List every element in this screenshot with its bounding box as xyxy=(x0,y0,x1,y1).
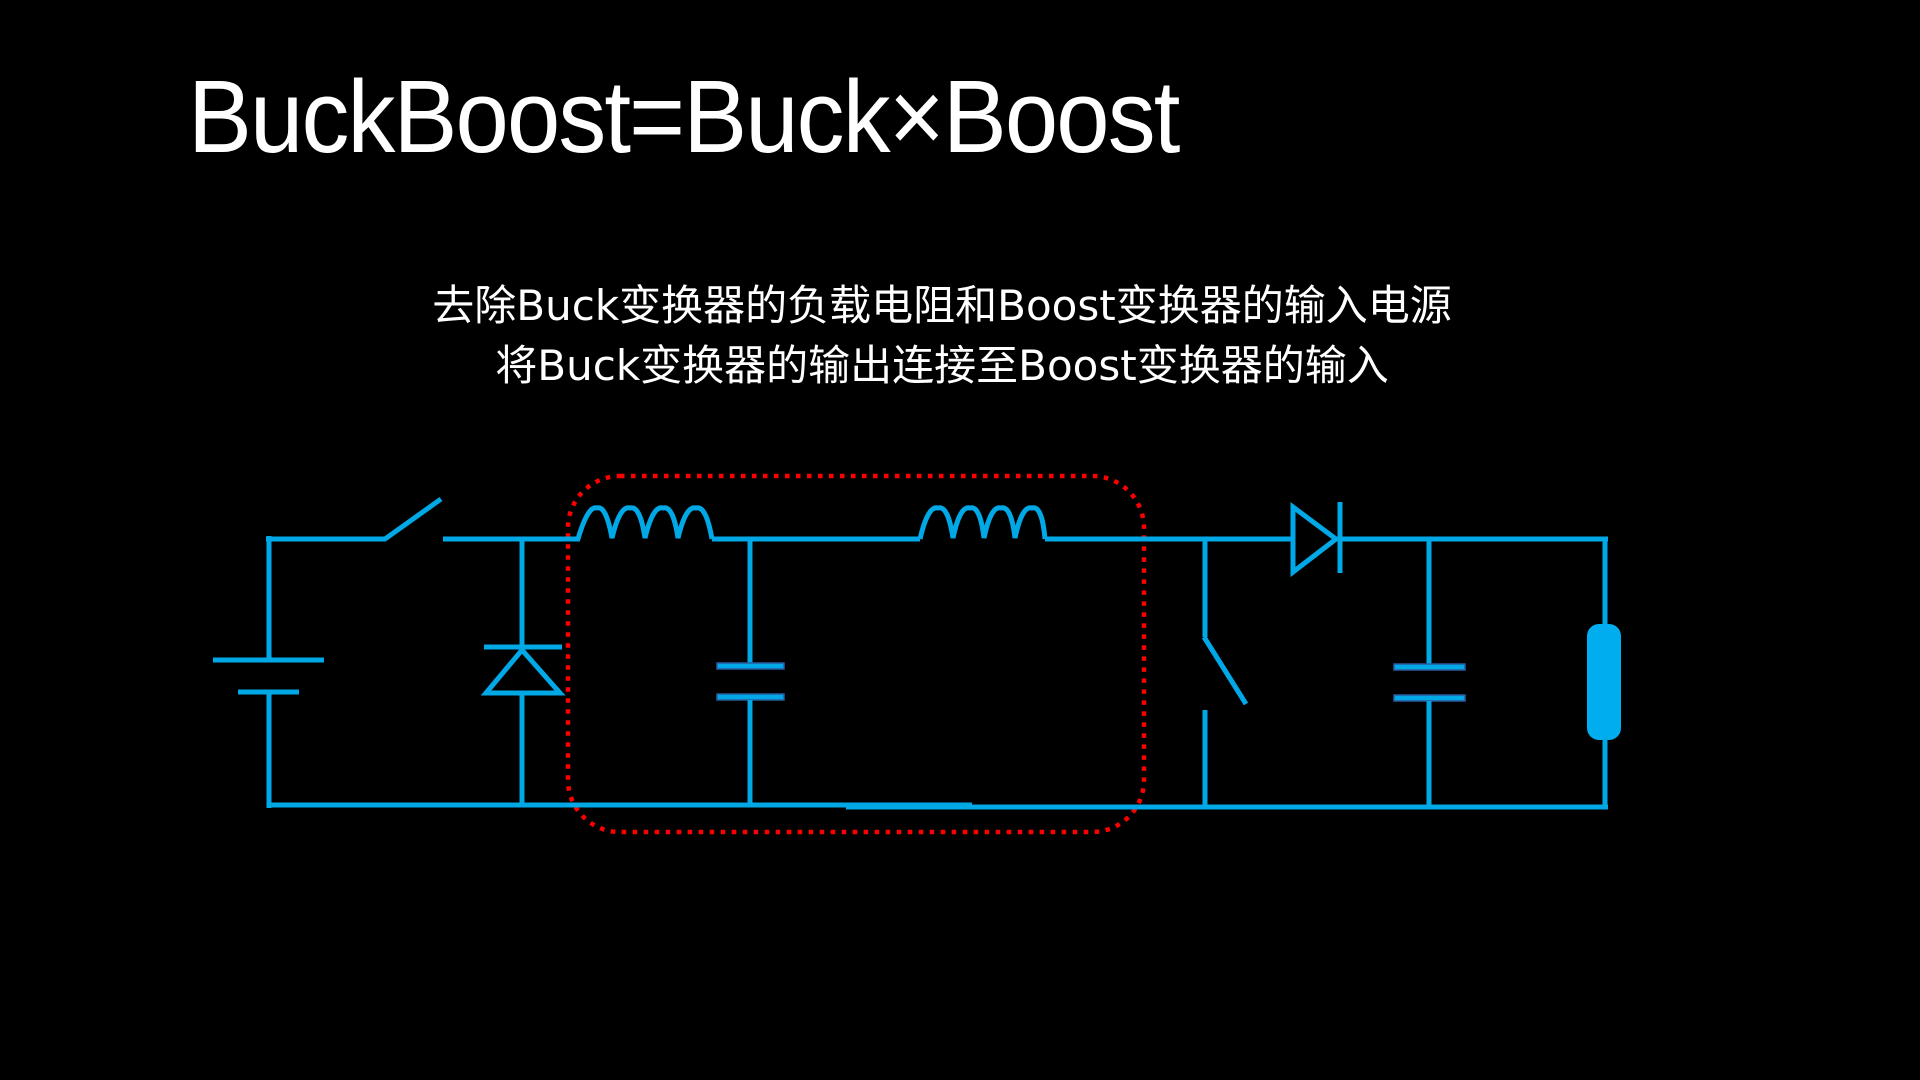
input-battery xyxy=(213,536,324,808)
load-resistor xyxy=(1587,537,1621,807)
subtitle-line-1: 去除Buck变换器的负载电阻和Boost变换器的输入电源 xyxy=(432,281,1452,330)
buck-diode xyxy=(480,537,566,805)
boost-diode xyxy=(1290,502,1608,578)
slide-title: BuckBoost=Buck×Boost xyxy=(188,59,1180,174)
buck-switch xyxy=(266,496,580,542)
subtitle-line-2: 将Buck变换器的输出连接至Boost变换器的输入 xyxy=(495,341,1389,390)
bottom-wire xyxy=(267,802,1608,810)
boost-inductor xyxy=(917,505,1048,540)
buck-inductor xyxy=(575,505,715,540)
boost-capacitor xyxy=(1393,539,1466,805)
boost-switch xyxy=(1201,537,1249,806)
highlight-box xyxy=(565,473,1147,835)
buck-capacitor xyxy=(716,539,785,805)
